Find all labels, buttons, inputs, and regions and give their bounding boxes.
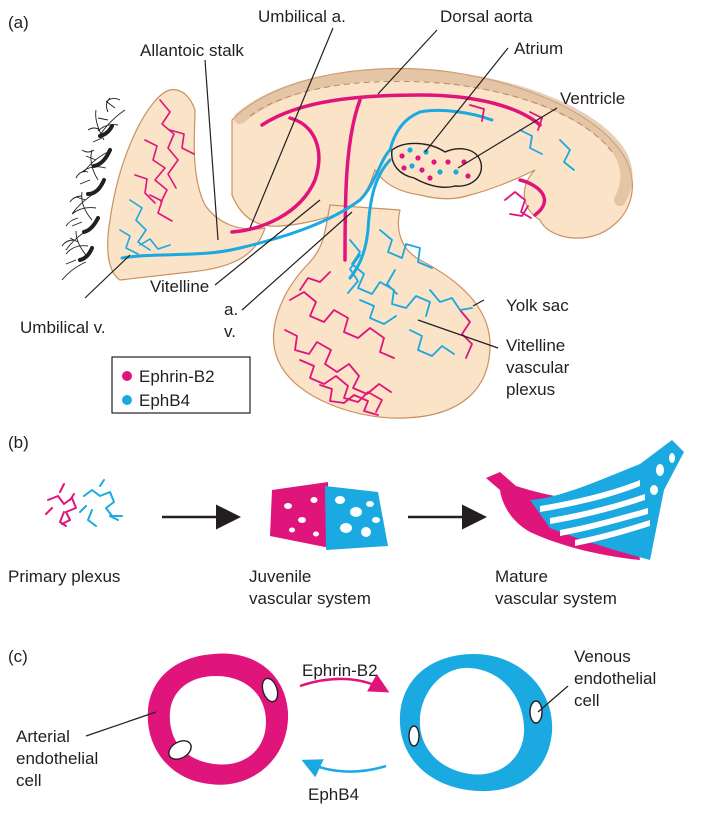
juvenile-vascular-system — [270, 482, 388, 550]
label-yolk-sac: Yolk sac — [506, 296, 569, 315]
label-vitelline-plexus-3: plexus — [506, 380, 555, 399]
primary-plexus — [46, 480, 122, 526]
label-arterial-2: endothelial — [16, 749, 98, 768]
stage-label-juvenile-1: Juvenile — [249, 567, 311, 586]
arrow-ephb4 — [306, 762, 386, 772]
legend-swatch-ephrin-b2 — [122, 371, 132, 381]
arrow-ephrin-b2 — [300, 679, 385, 690]
label-ventricle: Ventricle — [560, 89, 625, 108]
label-umbilical-artery: Umbilical a. — [258, 7, 346, 26]
stage-label-mature-1: Mature — [495, 567, 548, 586]
mature-vascular-system — [486, 440, 684, 560]
label-atrium: Atrium — [514, 39, 563, 58]
label-arterial-1: Arterial — [16, 727, 70, 746]
label-umbilical-vein: Umbilical v. — [20, 318, 106, 337]
label-allantoic-stalk: Allantoic stalk — [140, 41, 244, 60]
panel-b: (b) — [8, 433, 684, 608]
legend: Ephrin-B2 EphB4 — [112, 357, 250, 413]
panel-c-letter: (c) — [8, 647, 28, 666]
label-venous-1: Venous — [574, 647, 631, 666]
panel-a: (a) — [8, 7, 632, 418]
venous-endothelial-cell — [400, 654, 552, 791]
label-vitelline-v: v. — [224, 322, 236, 341]
label-venous-2: endothelial — [574, 669, 656, 688]
arrow-label-ephrin-b2: Ephrin-B2 — [302, 661, 378, 680]
stage-label-primary: Primary plexus — [8, 567, 120, 586]
label-vitelline-plexus-2: vascular — [506, 358, 570, 377]
label-vitelline-a: a. — [224, 300, 238, 319]
legend-label-ephb4: EphB4 — [139, 391, 190, 410]
label-vitelline-plexus-1: Vitelline — [506, 336, 565, 355]
stage-label-juvenile-2: vascular system — [249, 589, 371, 608]
label-arterial-3: cell — [16, 771, 42, 790]
panel-b-letter: (b) — [8, 433, 29, 452]
legend-swatch-ephb4 — [122, 395, 132, 405]
arterial-endothelial-cell — [148, 653, 288, 784]
arrow-label-ephb4: EphB4 — [308, 785, 359, 804]
legend-label-ephrin-b2: Ephrin-B2 — [139, 367, 215, 386]
label-vitelline: Vitelline — [150, 277, 209, 296]
panel-c: (c) Ephrin-B2 EphB4 Arterial endothelial… — [8, 647, 656, 804]
leader-arterial-cell — [86, 712, 156, 736]
label-dorsal-aorta: Dorsal aorta — [440, 7, 533, 26]
label-venous-3: cell — [574, 691, 600, 710]
panel-a-letter: (a) — [8, 13, 29, 32]
stage-label-mature-2: vascular system — [495, 589, 617, 608]
